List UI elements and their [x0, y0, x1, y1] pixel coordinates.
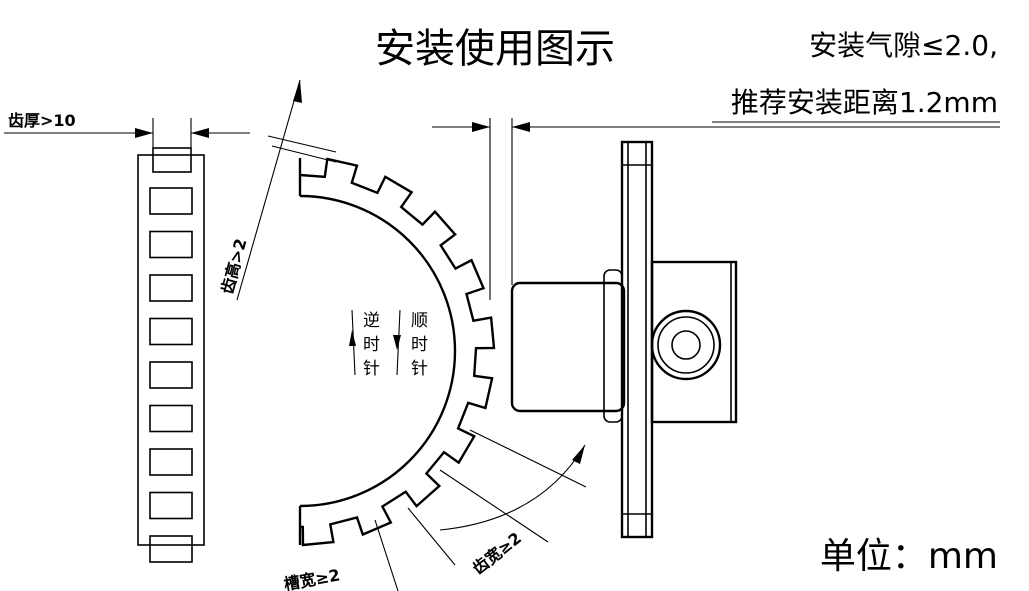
unit-label: 单位：mm [820, 536, 998, 577]
rack-slot [149, 187, 193, 215]
rotation-indicators: 逆 时 针 顺 时 针 [349, 309, 428, 379]
gear-rack [137, 147, 205, 563]
toothed-wheel [298, 157, 496, 547]
cw-char-1: 顺 [411, 311, 428, 331]
tooth-height-dimension: 齿高>2 [218, 79, 337, 301]
slot-width-label: 槽宽≥2 [282, 565, 341, 591]
gap-note-line1: 安装气隙≤2.0, [809, 29, 998, 62]
sensor-body [650, 260, 738, 424]
rack-slots [149, 187, 193, 563]
sensor-collar [603, 269, 623, 423]
tooth-width-dimension: 齿宽≥2 [439, 429, 587, 578]
tooth-thickness-dimension: 齿厚>10 [4, 111, 250, 148]
rack-top-tooth [152, 147, 192, 173]
rack-slot [149, 404, 193, 433]
wheel-inner-arc [299, 194, 457, 508]
cw-arrow-icon [393, 335, 401, 350]
ccw-arrow-icon [349, 330, 356, 346]
rack-slot [149, 274, 193, 302]
mount-flange [620, 140, 654, 539]
mount-hole [671, 330, 701, 360]
ccw-char-1: 逆 [363, 311, 380, 331]
tooth-width-label: 齿宽≥2 [469, 528, 525, 578]
tooth-thickness-label: 齿厚>10 [8, 111, 76, 130]
rack-slot [149, 361, 193, 389]
tooth-height-label: 齿高>2 [218, 236, 251, 296]
air-gap-dimension [432, 118, 1000, 300]
rack-slot [149, 448, 193, 476]
rack-body [137, 154, 205, 546]
rack-slot [149, 317, 193, 346]
ccw-char-3: 针 [363, 359, 380, 379]
rack-slot [149, 535, 193, 563]
sensor-head [510, 281, 626, 413]
gap-note-line2: 推荐安装距离1.2mm [731, 86, 998, 119]
diagram-title: 安装使用图示 [375, 26, 615, 72]
rack-slot [149, 491, 193, 520]
sensor-assembly [510, 140, 738, 539]
cw-char-3: 针 [411, 359, 428, 379]
wheel-outline [299, 157, 496, 547]
slot-width-dimension: 槽宽≥2 [282, 507, 456, 591]
rack-slot [149, 230, 193, 259]
mount-boss [650, 309, 722, 381]
ccw-char-2: 时 [363, 335, 380, 355]
cw-char-2: 时 [411, 335, 428, 355]
